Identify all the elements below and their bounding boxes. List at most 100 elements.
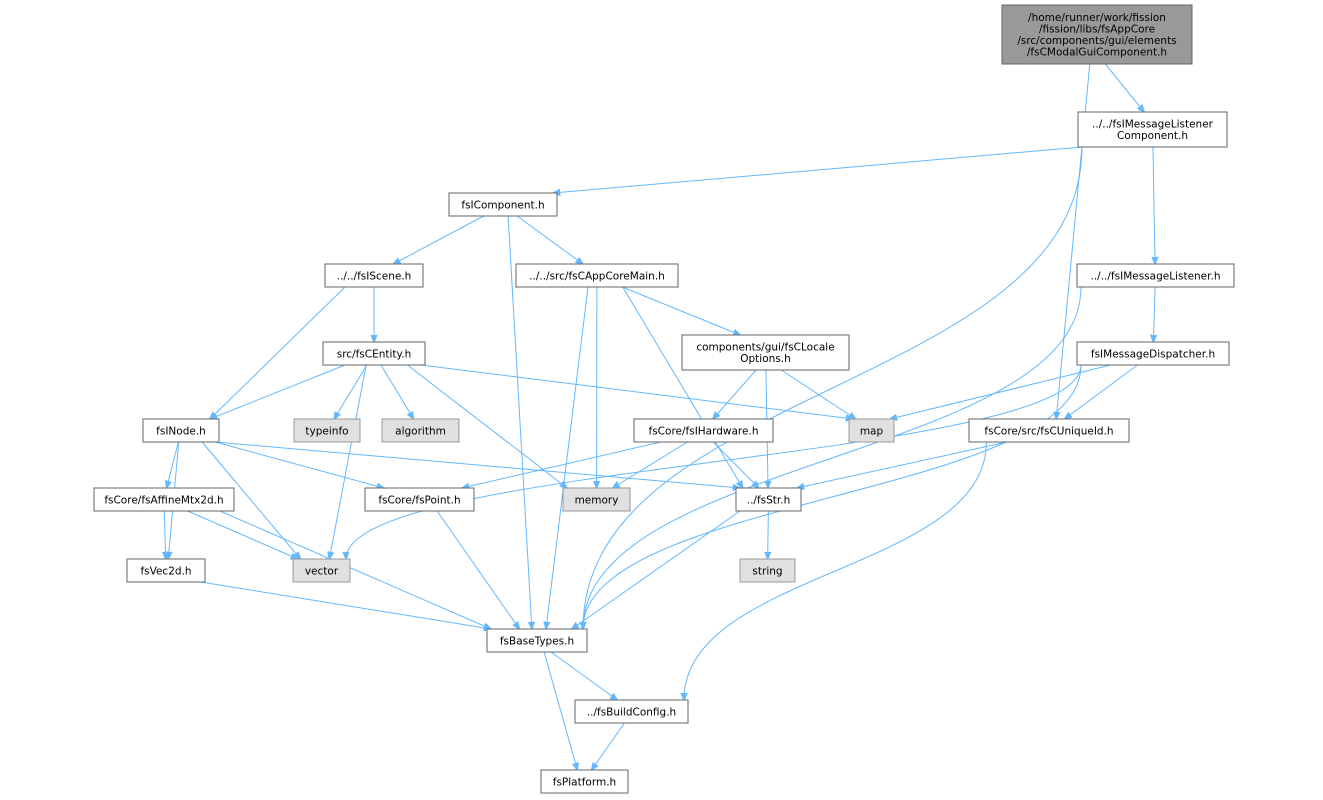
node-label: ../fsBuildConfig.h [587,706,676,718]
edge-clocale-to-ihardware [713,369,757,419]
node-box [93,487,235,512]
node-label: typeinfo [305,425,348,437]
edge-msgdispatcher-to-vector [346,364,1082,559]
node-label: ../../fsIMessageListener.h [1091,270,1221,282]
node-label: /fsCModalGuiComponent.h [1027,47,1167,59]
node-cappcoremain[interactable]: ../../src/fsCAppCoreMain.h [515,263,679,288]
edge-centity-to-memory [407,364,567,488]
node-basetypes[interactable]: fsBaseTypes.h [486,628,588,653]
edge-ihardware-to-point [462,441,662,488]
node-typeinfo: typeinfo [293,418,361,443]
node-box [681,334,850,371]
node-label: ../../fsIScene.h [337,270,412,282]
node-label: algorithm [395,425,446,437]
edge-inode-to-affinemtx [167,441,179,488]
nodes-layer: /home/runner/work/fission/fission/libs/f… [93,4,1235,794]
edge-inode-to-point [214,441,384,488]
node-root[interactable]: /home/runner/work/fission/fission/libs/f… [1001,4,1193,65]
node-msgdispatcher[interactable]: fsIMessageDispatcher.h [1076,341,1230,366]
edge-msglistenercomp-to-icomponent [553,146,1083,193]
edge-affinemtx-to-basetypes [219,510,491,629]
node-fsstr[interactable]: ../fsStr.h [735,487,802,512]
edge-inode-to-fsstr [214,441,740,488]
node-icomponent[interactable]: fsIComponent.h [448,192,558,217]
node-map: map [848,418,895,443]
node-box [364,487,475,512]
edge-fsstr-to-string [768,510,769,559]
node-cuniqueid[interactable]: fsCore/src/fsCUniqueId.h [968,418,1130,443]
node-box [515,263,679,288]
edge-msgdispatcher-to-map [890,364,1111,419]
node-box [1077,111,1228,148]
node-label: /fission/libs/fsAppCore [1039,24,1155,36]
node-string: string [739,558,796,583]
node-label: Options.h [740,353,791,365]
edge-cappcoremain-to-basetypes [546,286,589,629]
node-label: ../../src/fsCAppCoreMain.h [529,270,665,282]
edge-msglistener-to-basetypes [583,286,1082,629]
node-label: fsINode.h [156,425,206,437]
node-label: fsIComponent.h [461,199,544,211]
node-box [562,487,631,512]
edge-centity-to-inode [210,364,346,419]
edge-basetypes-to-platform [543,651,577,770]
node-vec2d[interactable]: fsVec2d.h [126,558,206,583]
node-label: src/fsCEntity.h [337,348,412,360]
edge-msglistenercomp-to-basetypes [583,146,1083,629]
node-point[interactable]: fsCore/fsPoint.h [364,487,475,512]
edge-centity-to-map [420,364,853,419]
node-label: fsCore/fsPoint.h [378,494,460,506]
edge-point-to-basetypes [436,510,519,629]
node-box [633,418,774,443]
edge-inode-to-vector [201,441,300,559]
node-label: components/gui/fsCLocale [696,342,834,354]
node-box [486,628,588,653]
node-box [142,418,220,443]
node-label: fsCore/fsIHardware.h [649,425,759,437]
edge-affinemtx-to-vec2d [164,510,165,559]
node-box [735,487,802,512]
node-label: map [860,425,884,437]
edge-icomponent-to-cappcoremain [516,215,583,264]
edge-cappcoremain-to-fsstr [622,286,743,488]
node-label: /src/components/gui/elements [1017,35,1176,47]
node-label: fsCore/src/fsCUniqueId.h [984,425,1113,437]
node-box [381,418,460,443]
node-box [574,699,689,724]
node-box [968,418,1130,443]
node-centity[interactable]: src/fsCEntity.h [322,341,426,366]
edge-msgdispatcher-to-cuniqueid [1065,364,1138,419]
edge-fsstr-to-basetypes [572,510,741,629]
node-label: ../fsStr.h [747,494,791,506]
node-msglistener[interactable]: ../../fsIMessageListener.h [1076,263,1235,288]
edge-msgdispatcher-to-basetypes [583,364,1082,629]
node-ihardware[interactable]: fsCore/fsIHardware.h [633,418,774,443]
node-box [324,263,424,288]
node-box [1001,4,1193,65]
edge-ihardware-to-memory [613,441,688,488]
node-buildconfig[interactable]: ../fsBuildConfig.h [574,699,689,724]
node-inode[interactable]: fsINode.h [142,418,220,443]
edge-cuniqueid-to-buildconfig [684,441,987,700]
edge-centity-to-typeinfo [334,364,368,419]
node-box [540,769,629,794]
node-iscene[interactable]: ../../fsIScene.h [324,263,424,288]
node-label: string [752,565,782,577]
edge-cuniqueid-to-fsstr [797,441,1008,488]
edge-affinemtx-to-vector [187,510,298,559]
edge-cappcoremain-to-clocale [622,286,740,335]
node-label: vector [305,565,339,577]
node-algorithm: algorithm [381,418,460,443]
edge-iscene-to-inode [210,286,346,419]
node-label: fsBaseTypes.h [500,635,574,647]
node-memory: memory [562,487,631,512]
node-affinemtx[interactable]: fsCore/fsAffineMtx2d.h [93,487,235,512]
node-box [293,418,361,443]
edge-root-to-msglistenercomp [1104,63,1144,112]
node-label: fsCore/fsAffineMtx2d.h [104,494,223,506]
node-vector: vector [292,558,351,583]
edge-centity-to-vector [329,364,367,559]
node-platform[interactable]: fsPlatform.h [540,769,629,794]
